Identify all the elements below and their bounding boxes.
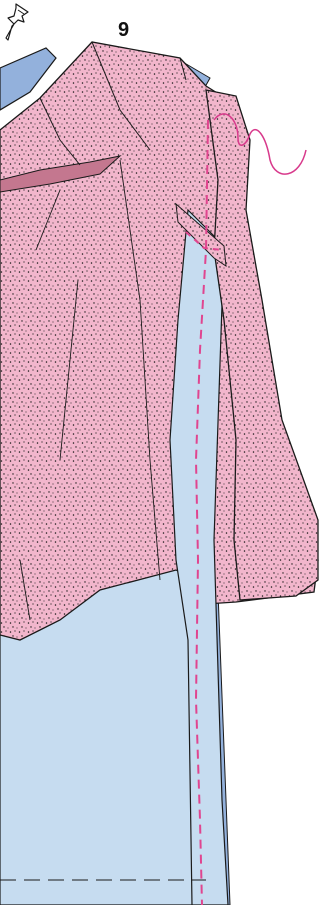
step-number: 9 [118,20,129,40]
push-pin-icon [6,4,28,40]
